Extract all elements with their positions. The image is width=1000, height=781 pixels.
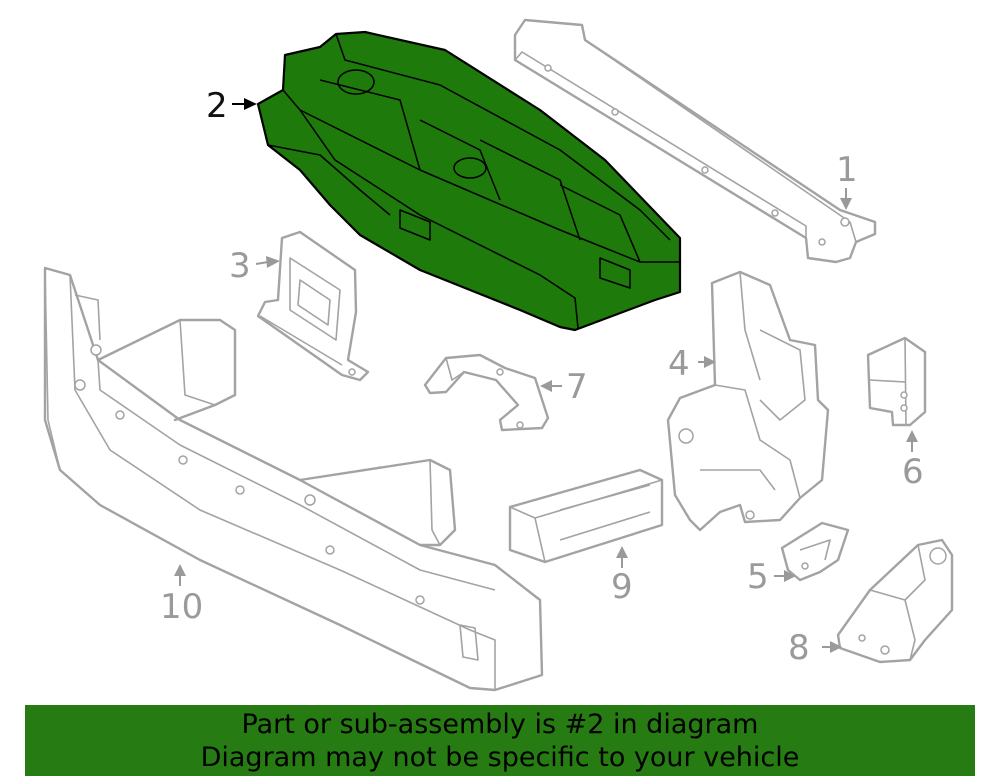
callout-4: 4 xyxy=(668,344,690,384)
part-10-bumper-beam[interactable] xyxy=(43,266,544,692)
callout-3: 3 xyxy=(229,246,251,286)
part-5-small-plate[interactable] xyxy=(780,521,850,582)
callout-7: 7 xyxy=(566,367,588,407)
part-7-strap-bracket[interactable] xyxy=(423,353,550,432)
callout-5: 5 xyxy=(747,557,769,597)
part-2-front-carrier-highlighted[interactable] xyxy=(256,30,682,332)
part-8-mount-bracket[interactable] xyxy=(836,538,954,664)
parts-diagram: 1 2 3 4 5 6 7 8 9 10 xyxy=(43,18,954,692)
callout-6: 6 xyxy=(902,452,924,492)
part-1-upper-support-bar[interactable] xyxy=(513,18,877,264)
part-3-bracket[interactable] xyxy=(256,230,370,382)
info-banner: Part or sub-assembly is #2 in diagram Di… xyxy=(25,705,975,776)
banner-line-1: Part or sub-assembly is #2 in diagram xyxy=(241,708,759,740)
callout-10: 10 xyxy=(160,587,203,627)
callout-8: 8 xyxy=(788,628,810,668)
callout-2-highlighted: 2 xyxy=(206,86,228,126)
callout-9: 9 xyxy=(611,567,633,607)
part-6-small-bracket[interactable] xyxy=(866,336,927,427)
part-9-absorber-block[interactable] xyxy=(508,468,664,564)
callout-leaders xyxy=(174,98,918,653)
part-4-side-bracket[interactable] xyxy=(666,270,830,532)
callout-labels: 1 2 3 4 5 6 7 8 9 10 xyxy=(160,86,924,668)
banner-line-2: Diagram may not be specific to your vehi… xyxy=(200,741,800,773)
callout-1: 1 xyxy=(836,150,858,190)
